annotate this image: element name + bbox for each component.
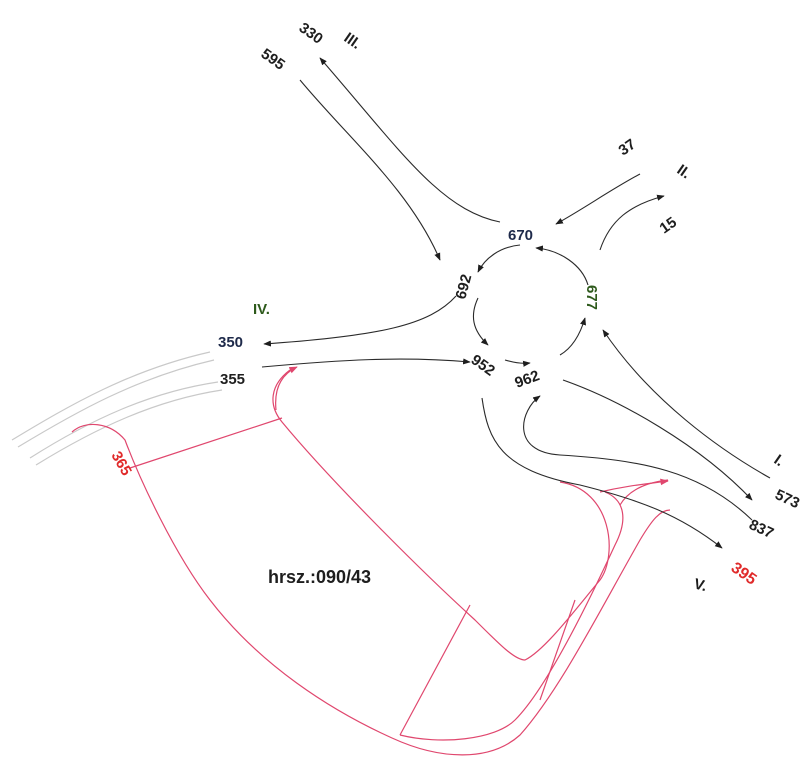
arm-v-entry-flow	[523, 395, 753, 521]
planned-feed-to-arm-iv	[275, 366, 298, 411]
parcel-inner-boundary	[272, 369, 610, 661]
arm-v-exit-flow	[481, 397, 723, 549]
volume-arm-ii-out: 15	[657, 214, 680, 237]
arm-ii-exit-flow	[599, 194, 665, 251]
volume-arm-ii-in: 37	[616, 136, 639, 159]
arm-i-exit-flow	[562, 379, 753, 501]
planned-feed-to-arm-v-2	[619, 479, 669, 506]
arm-iii-entry-flow	[299, 79, 441, 261]
planned-road-layout	[71, 366, 671, 756]
traffic-movements	[261, 57, 771, 549]
arm-label-i: I.	[771, 451, 788, 470]
volume-arm-iv-in: 355	[220, 371, 245, 388]
existing-road-edge-lower	[29, 381, 219, 459]
arm-i-entry-flow	[602, 329, 771, 479]
volume-arm-i-in: 573	[772, 486, 800, 512]
parcel-cross-line-1	[129, 417, 283, 469]
volume-ring-west: 692	[452, 272, 475, 301]
ring-arc-west-to-south	[472, 297, 489, 346]
parcel-cross-line-3	[539, 599, 576, 701]
ring-arc-south-to-east	[559, 317, 586, 356]
arm-label-ii: II.	[674, 161, 694, 182]
volume-arm-iv-out: 350	[218, 334, 243, 351]
volume-arm-i-out: 837	[746, 516, 776, 542]
arm-label-v: V.	[692, 575, 709, 595]
volume-arm-iii-out: 330	[296, 19, 326, 47]
ring-arc-east-to-north	[535, 245, 589, 286]
arm-label-iii: III.	[341, 29, 364, 52]
volume-arm-v-out: 395	[728, 559, 760, 588]
existing-road-edge-upper-2	[17, 359, 215, 448]
volume-ring-east: 677	[583, 285, 600, 310]
parcel-outer-boundary	[71, 423, 671, 756]
volume-ring-south-west: 952	[468, 351, 498, 379]
parcel-label: hrsz.:090/43	[268, 567, 371, 587]
arm-label-iv: IV.	[253, 301, 270, 318]
existing-road-edges	[11, 351, 223, 466]
volume-ring-north: 670	[508, 227, 533, 244]
arm-ii-entry-flow	[555, 173, 641, 225]
volume-arm-iii-in: 595	[258, 45, 288, 73]
arm-iv-exit-flow	[263, 295, 457, 347]
planned-road-loop	[399, 491, 624, 741]
arm-iii-exit-flow	[319, 57, 501, 223]
planned-feed-to-arm-v	[599, 478, 669, 493]
parcel-cross-line-2	[399, 604, 471, 736]
ring-arc-north-to-west	[477, 244, 521, 273]
ring-arc-south-to-ring	[504, 359, 531, 367]
volume-ring-south: 962	[513, 367, 542, 392]
existing-road-edge-lower-2	[35, 389, 223, 466]
existing-road-edge-upper	[11, 351, 211, 441]
arm-iv-entry-flow	[261, 358, 471, 368]
